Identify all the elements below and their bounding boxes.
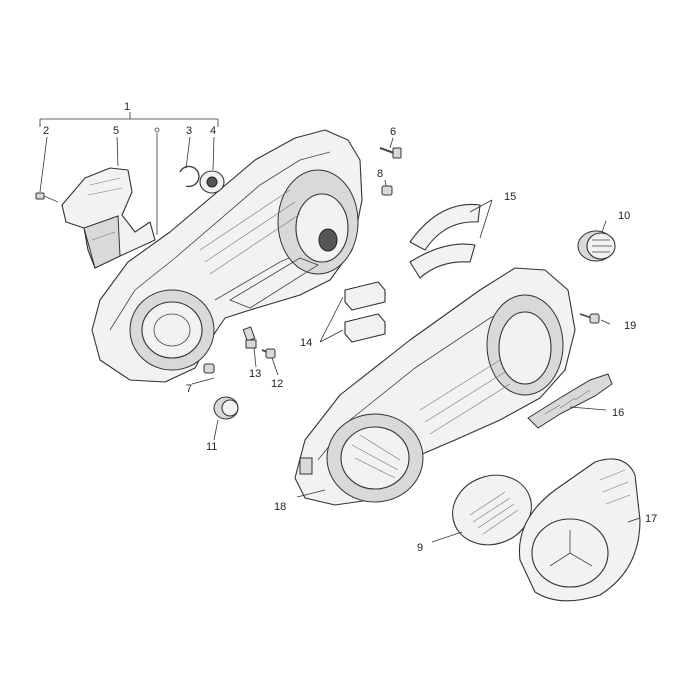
circlip-item-3	[179, 165, 200, 188]
bolt-item-6	[379, 147, 402, 159]
callout-17: 17	[645, 513, 657, 525]
callout-4: 4	[210, 125, 216, 137]
callout-1: 1	[124, 101, 130, 113]
group-bracket-item-1	[39, 112, 219, 133]
callout-7: 7	[186, 383, 192, 395]
bearing-item-4	[199, 170, 225, 194]
callout-11: 11	[206, 441, 217, 453]
bush-item-11	[213, 396, 239, 420]
callout-19: 19	[624, 320, 636, 332]
inner-crankcase-cover	[91, 129, 363, 383]
cap-item-10	[577, 230, 616, 262]
callout-3: 3	[186, 125, 192, 137]
trim-item-16	[527, 373, 613, 429]
leader-lines	[39, 133, 641, 543]
callout-8: 8	[377, 168, 383, 180]
callout-13: 13	[249, 368, 261, 380]
callout-6: 6	[390, 126, 396, 138]
screw-item-19	[579, 313, 600, 324]
grille-item-9	[452, 474, 532, 546]
outer-fan-cover-item-17	[518, 458, 641, 602]
clip-item-13	[245, 339, 257, 349]
outer-transmission-cover	[294, 267, 576, 506]
callout-14: 14	[300, 337, 312, 349]
callout-10: 10	[618, 210, 630, 222]
callout-2: 2	[43, 125, 49, 137]
bolt-item-8	[381, 185, 393, 196]
screw-item-2	[35, 192, 59, 203]
filter-elements-item-15	[409, 203, 481, 279]
callout-16: 16	[612, 407, 624, 419]
inner-cover-duct	[61, 167, 156, 269]
bolt-item-12	[261, 348, 276, 359]
callout-15: 15	[504, 191, 516, 203]
bolt-item-7	[203, 363, 215, 374]
callout-5: 5	[113, 125, 119, 137]
callout-18: 18	[274, 501, 286, 513]
callout-12: 12	[271, 378, 283, 390]
pads-item-14	[344, 281, 386, 343]
callout-9: 9	[417, 542, 423, 554]
callout-labels: 1 2 5 3 4 6 8 15 10 14 19 7 13 12 11 16 …	[43, 101, 657, 554]
